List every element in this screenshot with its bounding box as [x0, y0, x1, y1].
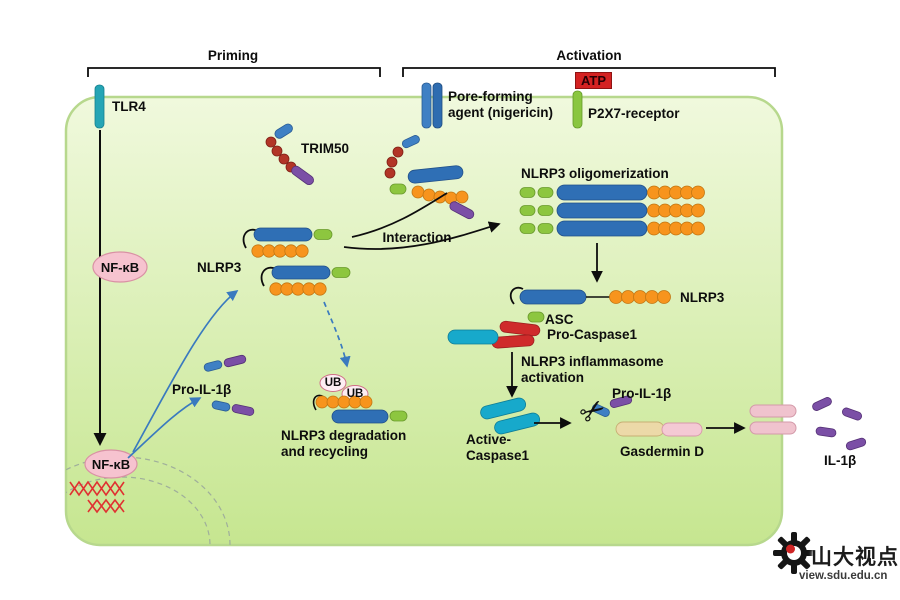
activation-bracket	[402, 67, 776, 77]
oligomerization-label: NLRP3 oligomerization	[521, 166, 669, 181]
nfkb-cytoplasm-oval	[92, 251, 148, 283]
ub1-label: UB	[324, 377, 342, 389]
nfkb-cytoplasm-label: NF-κB	[100, 260, 140, 275]
nlrp3-oligomer	[519, 184, 705, 237]
active-caspase1-label: Active- Caspase1	[466, 432, 529, 463]
nlrp3-left-label: NLRP3	[197, 260, 242, 275]
nlrp3-right-label: NLRP3	[680, 290, 725, 305]
degradation-label: NLRP3 degradation and recycling	[281, 428, 406, 459]
cell-membrane	[64, 95, 784, 547]
pore-agent-icon	[421, 82, 443, 129]
pore-agent-line2: agent (nigericin)	[448, 104, 554, 120]
degradation-line2: and recycling	[281, 443, 369, 459]
ubiquitination-arrow	[323, 301, 351, 368]
membrane-pore-icon	[749, 404, 797, 435]
p2x7-label: P2X7-receptor	[588, 106, 680, 121]
nfkb-to-nlrp3-arrow	[132, 290, 239, 453]
pro-il1b-right-label: Pro-IL-1β	[612, 386, 672, 401]
active-caspase1-line2: Caspase1	[466, 447, 530, 463]
trim50-label: TRIM50	[301, 141, 350, 156]
nfkb-nucleus-oval	[84, 449, 138, 479]
gasdermin-d-icon	[615, 421, 703, 437]
interaction-arrow	[343, 221, 501, 250]
dna-strands	[69, 480, 125, 514]
trim50-molecule	[265, 123, 314, 186]
gasdermin-d-label: Gasdermin D	[620, 444, 705, 459]
il1b-icon	[812, 397, 867, 451]
watermark-logo	[772, 531, 816, 580]
active-caspase1-icon	[480, 397, 541, 435]
pro-caspase1-label: Pro-Caspase1	[547, 327, 638, 342]
degradation-line1: NLRP3 degradation	[281, 428, 407, 443]
nfkb-to-proil1b-arrow	[127, 397, 202, 459]
watermark-site: view.sdu.edu.cn	[799, 570, 888, 582]
nlrp3-degradation-molecule	[312, 394, 408, 424]
priming-phase-label: Priming	[207, 48, 259, 63]
active-caspase1-line1: Active-	[466, 432, 512, 447]
activation-line1: NLRP3 inflammasome	[521, 354, 664, 369]
nlrp3-right-molecule	[509, 286, 671, 323]
asc-procaspase-complex	[447, 320, 541, 349]
pro-il1b-left-label: Pro-IL-1β	[172, 382, 232, 397]
activation-line2: activation	[521, 369, 585, 385]
ub2-label: UB	[346, 388, 364, 400]
pore-agent-line1: Pore-forming	[448, 89, 533, 104]
atp-badge: ATP	[575, 72, 613, 89]
il1b-label: IL-1β	[824, 453, 857, 468]
pore-agent-label: Pore-forming agent (nigericin)	[448, 89, 553, 120]
pro-il1b-left-icon	[203, 354, 255, 416]
nfkb-nucleus-label: NF-κB	[91, 457, 131, 472]
pro-il1b-right-icon	[591, 395, 633, 417]
tlr4-label: TLR4	[112, 99, 146, 114]
p2x7-receptor-icon	[572, 90, 583, 129]
tlr4-receptor-icon	[94, 84, 105, 129]
asc-label: ASC	[545, 312, 574, 327]
trim50-nlrp3-complex	[384, 135, 475, 220]
gear-icon	[773, 532, 815, 574]
priming-bracket	[87, 67, 381, 77]
activation-phase-label: Activation	[556, 48, 622, 63]
watermark-text: 山大视点	[811, 546, 899, 569]
inflammasome-activation-label: NLRP3 inflammasome activation	[521, 354, 664, 385]
interaction-label: Interaction	[382, 230, 452, 245]
interaction-curve	[351, 192, 448, 238]
